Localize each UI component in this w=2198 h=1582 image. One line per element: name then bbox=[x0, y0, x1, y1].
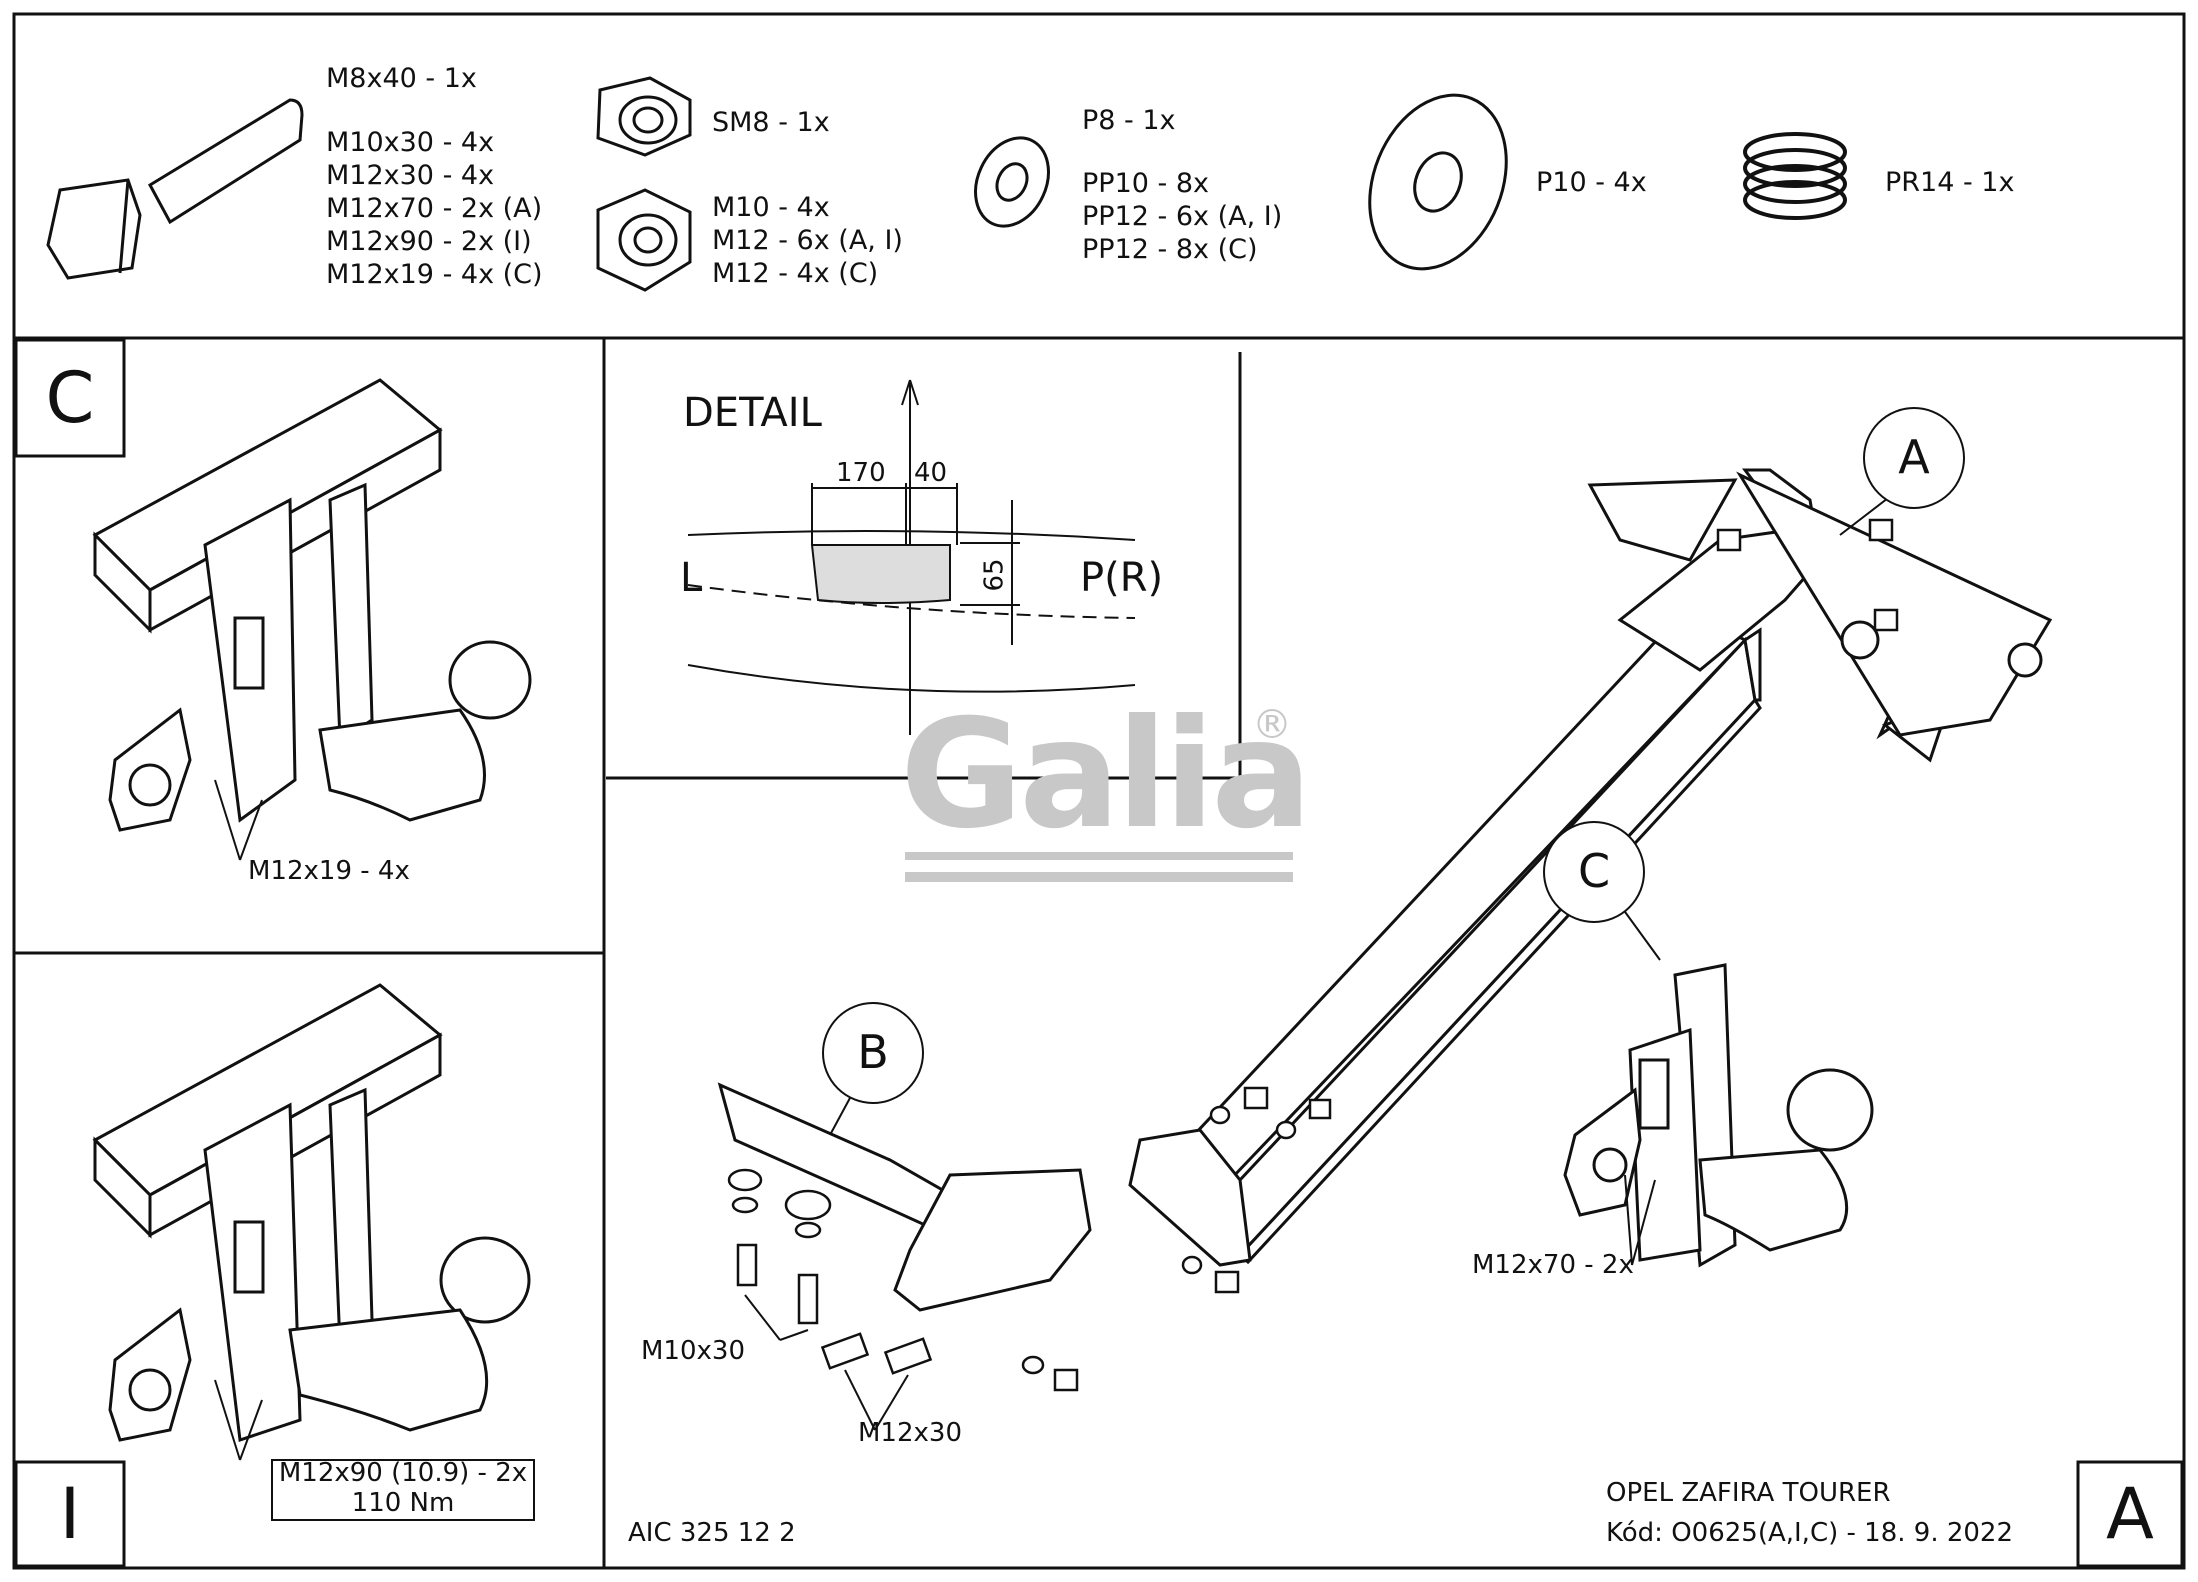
nut-item: M10 - 4x bbox=[712, 192, 830, 223]
callout-b: B bbox=[857, 1025, 889, 1079]
nut-icon bbox=[596, 76, 692, 292]
callout-circles bbox=[822, 407, 1965, 1104]
panel-i-label-box bbox=[271, 1459, 535, 1521]
logo-bars bbox=[905, 852, 1293, 882]
fasteners bbox=[727, 518, 1899, 1392]
washer-small-icon bbox=[974, 136, 1050, 228]
galia-logo-mark: ® bbox=[1252, 702, 1292, 748]
nut-item: SM8 - 1x bbox=[712, 107, 830, 138]
detail-title: DETAIL bbox=[683, 390, 822, 436]
detail-right-label: P(R) bbox=[1080, 555, 1164, 601]
spring-item: PR14 - 1x bbox=[1885, 167, 2015, 198]
frame-lines bbox=[12, 12, 2186, 1570]
panel-c-letter: C bbox=[45, 357, 95, 439]
washer-large-icon bbox=[1368, 93, 1508, 271]
code-date: Kód: O0625(A,I,C) - 18. 9. 2022 bbox=[1606, 1518, 2014, 1548]
washer-small-item: PP10 - 8x bbox=[1082, 168, 1209, 199]
bolt-item: M10x30 - 4x bbox=[326, 127, 495, 158]
galia-logo: Galia bbox=[900, 688, 1312, 862]
panel-c-towbar bbox=[92, 378, 532, 832]
washer-large-item: P10 - 4x bbox=[1536, 167, 1647, 198]
nut-item: M12 - 6x (A, I) bbox=[712, 225, 903, 256]
panel-i-bolt-label: M12x90 (10.9) - 2x bbox=[278, 1458, 528, 1488]
detail-dim-40: 40 bbox=[914, 458, 948, 488]
panel-i-letter: I bbox=[59, 1473, 81, 1555]
bolt-item: M8x40 - 1x bbox=[326, 63, 477, 94]
label-m10x30: M10x30 bbox=[641, 1336, 745, 1366]
washer-small-item: PP12 - 6x (A, I) bbox=[1082, 201, 1283, 232]
nut-list: SM8 - 1x M10 - 4x M12 - 6x (A, I) M12 - … bbox=[712, 106, 903, 290]
label-m12x70: M12x70 - 2x bbox=[1472, 1250, 1634, 1280]
washer-small-item: P8 - 1x bbox=[1082, 105, 1176, 136]
panel-a-letter: A bbox=[2106, 1473, 2154, 1555]
callout-c: C bbox=[1577, 844, 1611, 898]
bolt-list: M8x40 - 1x M10x30 - 4x M12x30 - 4x M12x7… bbox=[326, 62, 543, 291]
nut-item: M12 - 4x (C) bbox=[712, 258, 879, 289]
label-m12x30: M12x30 bbox=[858, 1418, 962, 1448]
detail-dim-65: 65 bbox=[979, 558, 1010, 592]
bolt-item: M12x70 - 2x (A) bbox=[326, 193, 543, 224]
panel-i-towbar bbox=[92, 983, 531, 1443]
doc-code: AIC 325 12 2 bbox=[628, 1518, 796, 1548]
detail-left-label: L bbox=[680, 555, 703, 601]
bolt-item: M12x90 - 2x (I) bbox=[326, 226, 532, 257]
bolt-icon bbox=[46, 98, 304, 280]
callout-a: A bbox=[1898, 430, 1930, 484]
detail-dim-170: 170 bbox=[836, 458, 886, 488]
vehicle-name: OPEL ZAFIRA TOURER bbox=[1606, 1478, 1891, 1508]
spring-icon bbox=[1743, 132, 1847, 220]
washer-small-list: P8 - 1x PP10 - 8x PP12 - 6x (A, I) PP12 … bbox=[1082, 104, 1282, 266]
bolt-item: M12x19 - 4x (C) bbox=[326, 259, 543, 290]
panel-c-bolt-label: M12x19 - 4x bbox=[248, 856, 410, 886]
panel-i-torque-label: 110 Nm bbox=[351, 1488, 455, 1518]
detail-section bbox=[687, 379, 1136, 735]
bolt-item: M12x30 - 4x bbox=[326, 160, 495, 191]
washer-small-item: PP12 - 8x (C) bbox=[1082, 234, 1258, 265]
